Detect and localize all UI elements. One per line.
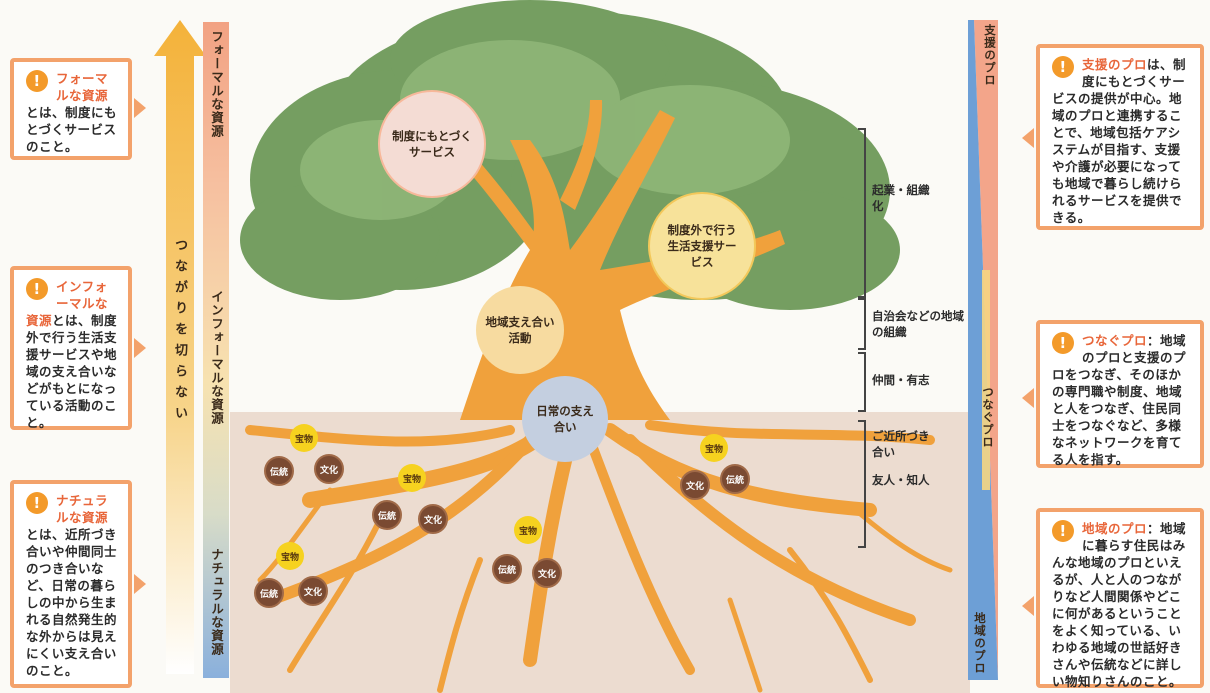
chip-culture: 文化 <box>680 470 710 500</box>
chip-tradition: 伝統 <box>720 464 750 494</box>
callout-connect-pro: ! つなぐプロ：地域のプロと支援のプロをつなぎ、そのほかの専門職や制度、地域と人… <box>1036 320 1204 468</box>
resource-label-informal: インフォーマルな資源 <box>207 290 226 425</box>
bubble-daily-support-label: 日常の支え合い <box>533 403 597 435</box>
exclamation-icon: ! <box>26 278 48 300</box>
label-organization: 起業・組織化 <box>872 182 932 214</box>
chip-culture: 文化 <box>298 576 328 606</box>
pro-label-connect: つなぐプロ <box>980 386 996 449</box>
bubble-informal-service-label: 制度外で行う生活支援サービス <box>662 222 742 270</box>
callout-pointer <box>1022 596 1034 616</box>
bubble-informal-service: 制度外で行う生活支援サービス <box>648 192 756 300</box>
callout-connect-pro-text: ：地域のプロと支援のプロをつなぎ、そのほかの専門職や制度、地域と人をつなぎ、住民… <box>1052 333 1186 467</box>
bracket-peers <box>858 352 866 412</box>
callout-pointer <box>1022 388 1034 408</box>
exclamation-icon: ! <box>26 70 48 92</box>
chip-treasure: 宝物 <box>276 542 304 570</box>
label-local-group: 自治会などの地域の組織 <box>872 308 968 340</box>
bracket-organization <box>858 128 866 298</box>
bracket-neighbors <box>858 420 866 548</box>
label-friends: 友人・知人 <box>872 472 942 488</box>
bubble-formal-service-label: 制度にもとづくサービス <box>390 128 474 160</box>
arrow-caption: つながりを切らない <box>170 238 189 427</box>
resource-label-natural: ナチュラルな資源 <box>207 548 226 656</box>
label-neighbors: ご近所づき合い <box>872 428 932 460</box>
chip-tradition: 伝統 <box>372 500 402 530</box>
callout-pointer <box>134 574 146 594</box>
callout-pointer <box>134 98 146 118</box>
callout-natural-text: とは、近所づき合いや仲間同士のつき合いなど、日常の暮らしの中から生まれる自然発生… <box>26 527 117 678</box>
exclamation-icon: ! <box>1052 56 1074 78</box>
callout-natural-em: ナチュラルな資源 <box>56 493 108 525</box>
bubble-community-support-label: 地域支え合い活動 <box>485 314 555 346</box>
chip-culture: 文化 <box>314 454 344 484</box>
callout-pointer <box>1022 128 1034 148</box>
exclamation-icon: ! <box>26 492 48 514</box>
exclamation-icon: ! <box>1052 520 1074 542</box>
bracket-local-group <box>858 298 866 350</box>
pro-label-support: 支援のプロ <box>982 24 998 87</box>
resource-label-formal: フォーマルな資源 <box>207 30 226 138</box>
chip-treasure: 宝物 <box>514 516 542 544</box>
chip-treasure: 宝物 <box>700 434 728 462</box>
pro-label-local: 地域のプロ <box>972 612 988 675</box>
callout-informal-text: とは、制度外で行う生活支援サービスや地域の支え合いなどがもとになっている活動のこ… <box>26 313 117 430</box>
callout-formal-text: とは、制度にもとづくサービスのこと。 <box>26 105 117 154</box>
callout-local-pro-text: ：地域に暮らす住民はみんな地域のプロといえるが、人と人のつながりなど人間関係やど… <box>1052 521 1186 689</box>
callout-informal: ! インフォーマルな資源とは、制度外で行う生活支援サービスや地域の支え合いなどが… <box>10 266 132 430</box>
chip-treasure: 宝物 <box>398 464 426 492</box>
callout-formal-em: フォーマルな資源 <box>56 71 108 103</box>
callout-support-pro-em: 支援のプロ <box>1082 57 1147 72</box>
callout-formal: ! フォーマルな資源とは、制度にもとづくサービスのこと。 <box>10 58 132 160</box>
callout-connect-pro-em: つなぐプロ <box>1082 333 1147 348</box>
chip-culture: 文化 <box>532 558 562 588</box>
pro-bar <box>966 20 1000 680</box>
chip-culture: 文化 <box>418 504 448 534</box>
chip-tradition: 伝統 <box>254 578 284 608</box>
chip-tradition: 伝統 <box>492 554 522 584</box>
callout-local-pro: ! 地域のプロ：地域に暮らす住民はみんな地域のプロといえるが、人と人のつながりな… <box>1036 508 1204 688</box>
exclamation-icon: ! <box>1052 332 1074 354</box>
callout-local-pro-em: 地域のプロ <box>1082 521 1147 536</box>
callout-support-pro-text: は、制度にもとづくサービスの提供が中心。地域のプロと連携することで、地域包括ケア… <box>1052 57 1186 225</box>
callout-natural: ! ナチュラルな資源とは、近所づき合いや仲間同士のつき合いなど、日常の暮らしの中… <box>10 480 132 688</box>
bubble-formal-service: 制度にもとづくサービス <box>378 90 486 198</box>
chip-treasure: 宝物 <box>290 424 318 452</box>
bubble-community-support: 地域支え合い活動 <box>476 286 564 374</box>
callout-support-pro: ! 支援のプロは、制度にもとづくサービスの提供が中心。地域のプロと連携することで… <box>1036 44 1204 230</box>
label-peers: 仲間・有志 <box>872 372 942 388</box>
bubble-daily-support: 日常の支え合い <box>522 376 608 462</box>
callout-pointer <box>134 338 146 358</box>
chip-tradition: 伝統 <box>264 456 294 486</box>
